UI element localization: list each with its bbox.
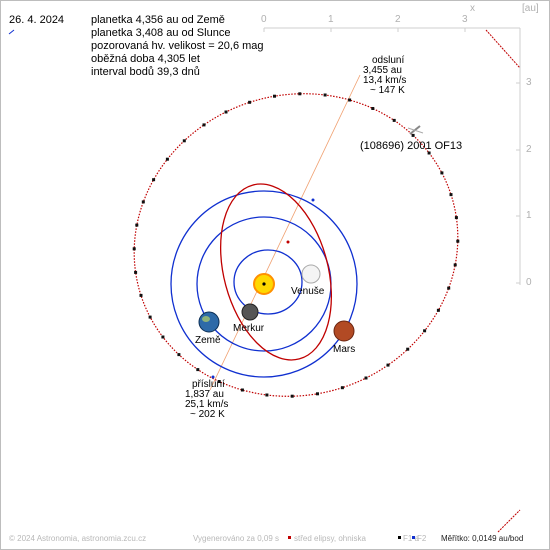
- info-line-3: pozorovaná hv. velikost = 20,6 mag: [91, 40, 264, 52]
- orbit-point: [454, 216, 458, 220]
- mars-body: [333, 320, 355, 342]
- orbit-point: [177, 353, 181, 357]
- orbit-point: [427, 151, 431, 155]
- mars-label: Mars: [333, 344, 356, 355]
- legend-f2-text: F2: [417, 534, 427, 543]
- earth-land: [202, 316, 210, 322]
- perihelion-temperature: ~ 202 K: [190, 409, 225, 420]
- venus-label: Venuše: [291, 286, 325, 297]
- x-tick-label: 2: [395, 14, 401, 25]
- orbit-point: [182, 139, 186, 143]
- mercury-label: Merkur: [233, 323, 265, 334]
- mercury-body: [241, 303, 259, 321]
- orbit-point: [224, 110, 228, 114]
- mars-position-marker: [286, 240, 290, 244]
- unit-label: [au]: [522, 3, 539, 14]
- orbit-point: [447, 286, 451, 290]
- orbit-point: [453, 263, 457, 267]
- earth-orbit: [170, 190, 358, 378]
- orbit-point: [152, 178, 156, 182]
- aphelion-title: odsluní: [372, 55, 405, 66]
- asteroid-orbit-points: [132, 92, 460, 398]
- orbit-point: [392, 118, 396, 122]
- earth-body: [198, 311, 220, 333]
- orbit-point: [135, 223, 139, 227]
- aphelion-temperature: ~ 147 K: [370, 85, 405, 96]
- f2-marker: [412, 536, 415, 539]
- orbit-point: [386, 363, 390, 367]
- info-line-2: planetka 3,408 au od Slunce: [91, 27, 231, 39]
- y-tick-label: 3: [526, 77, 532, 88]
- asteroid-name-label: (108696) 2001 OF13: [360, 140, 463, 152]
- x-tick-label: 0: [261, 14, 267, 25]
- orbit-point: [217, 380, 221, 383]
- orbit-point: [139, 293, 143, 297]
- x-axis-label: x: [470, 3, 475, 14]
- orbit-point: [273, 94, 276, 98]
- sun-focus: [262, 282, 266, 286]
- orbit-point: [165, 157, 169, 161]
- copyright-text: © 2024 Astronomia, astronomia.zcu.cz: [9, 534, 147, 543]
- center-marker: [288, 536, 291, 539]
- f1-marker: [398, 536, 401, 539]
- orbit-point: [265, 393, 269, 397]
- orbit-point: [248, 100, 252, 104]
- legend-f1-text: F1 a: [403, 534, 420, 543]
- mercury-orbit: [233, 249, 303, 315]
- perihelion-distance: 1,837 au: [185, 389, 224, 400]
- perihelion-marker: [211, 375, 215, 379]
- orbit-point: [449, 193, 453, 197]
- orbit-point: [348, 98, 352, 102]
- info-line-5: interval bodů 39,3 dnů: [91, 66, 200, 78]
- perihelion-title: přísluní: [192, 379, 225, 390]
- orbit-point: [196, 368, 200, 372]
- apsidal-line: [209, 74, 361, 391]
- axis-lines: [263, 27, 521, 285]
- orbit-point: [364, 376, 368, 380]
- orbit-point: [240, 388, 244, 392]
- y-tick-label: 2: [526, 144, 532, 155]
- date-label: 26. 4. 2024: [9, 14, 65, 26]
- perihelion-speed: 25,1 km/s: [185, 399, 229, 410]
- corner-mark: [8, 29, 15, 35]
- earth-label: Země: [195, 335, 221, 346]
- orbit-point: [423, 329, 427, 333]
- y-tick-label: 1: [526, 210, 532, 221]
- orbit-point: [371, 107, 375, 110]
- x-tick-label: 3: [462, 14, 468, 25]
- orbit-point: [456, 239, 460, 243]
- edge-orbit-fragment: [485, 29, 521, 69]
- aphelion-distance: 3,455 au: [363, 65, 402, 76]
- asteroid-marker: [407, 127, 424, 134]
- y-tick-label: 0: [526, 277, 532, 288]
- generated-time: Vygenerováno za 0,09 s: [193, 534, 279, 543]
- orbit-point: [316, 392, 319, 396]
- orbit-point: [323, 93, 327, 97]
- orbit-point: [202, 123, 206, 127]
- orbit-point: [436, 308, 440, 312]
- orbit-point: [148, 315, 152, 319]
- orbit-point: [141, 200, 145, 204]
- aphelion-speed: 13,4 km/s: [363, 75, 407, 86]
- legend-center-text: střed elipsy, ohniska: [294, 534, 366, 543]
- edge-orbit-fragment: [497, 509, 521, 533]
- venus-body: [301, 264, 321, 284]
- asteroid-orbit: [133, 93, 459, 397]
- orbit-point: [406, 347, 410, 351]
- orbit-point: [411, 133, 415, 137]
- orbit-point: [134, 270, 138, 274]
- orbit-point: [440, 171, 444, 175]
- asteroid-earth-marker: [311, 198, 315, 202]
- mars-orbit: [219, 183, 333, 361]
- orbit-point: [298, 92, 302, 96]
- orbit-point: [161, 335, 165, 339]
- info-line-1: planetka 4,356 au od Země: [91, 14, 225, 26]
- orbit-point: [132, 247, 136, 251]
- orbit-point: [290, 394, 294, 398]
- orbit-point: [340, 386, 344, 390]
- info-line-4: oběžná doba 4,305 let: [91, 53, 200, 65]
- scale-text: Měřítko: 0,0149 au/bod: [441, 534, 524, 543]
- x-tick-label: 1: [328, 14, 334, 25]
